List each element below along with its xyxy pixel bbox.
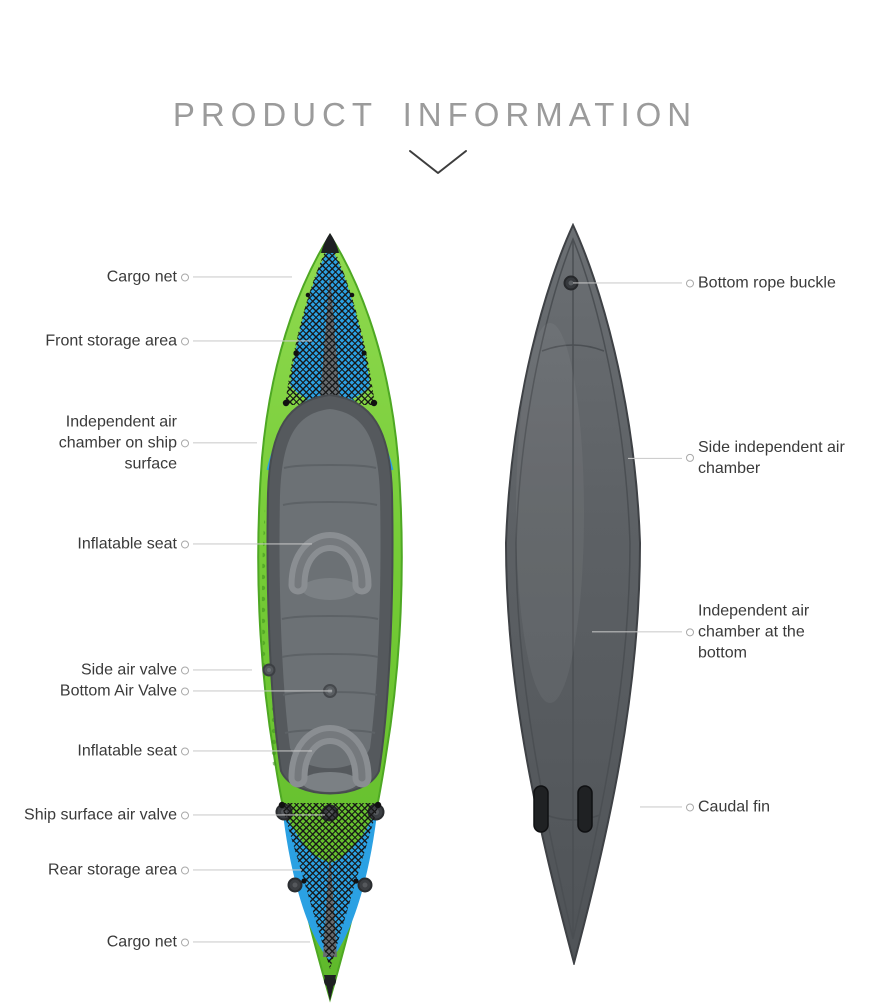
callout-label: Side air valve (80, 661, 177, 679)
callout-dot (181, 438, 189, 447)
callout-label: Ship surface air valve (24, 806, 177, 824)
callout-cargo-net-bow: Cargo net (107, 266, 292, 287)
callout-dot (181, 686, 189, 695)
callout-label: Rear storage area (48, 861, 177, 879)
callout-bottom-air-valve: Bottom Air Valve (60, 680, 332, 701)
callout-side-air-valve: Side air valve (81, 659, 252, 680)
callout-dot (686, 627, 694, 636)
callout-cargo-net-stern: Cargo net (107, 931, 310, 952)
callout-inflatable-seat-front: Inflatable seat (77, 533, 312, 554)
callout-dot (181, 746, 189, 755)
callout-label: Independent air chamber at the bottom (698, 602, 810, 662)
inflatable-seat-front (288, 532, 372, 600)
floor-ridges (281, 464, 379, 734)
callout-leader-line (193, 814, 325, 816)
chevron-down-icon (409, 150, 467, 174)
side-air-valve (262, 663, 276, 677)
callout-dot (181, 865, 189, 874)
callout-leader-line (193, 276, 292, 278)
callout-leader-line (573, 282, 682, 284)
callout-independent-air-chamber-surface: Independent air chamber on ship surface (55, 411, 257, 474)
callout-dot (181, 937, 189, 946)
callout-dot (686, 278, 694, 287)
callout-leader-line (193, 442, 257, 444)
callout-dot (181, 272, 189, 281)
callout-label: Bottom rope buckle (698, 274, 836, 292)
inflatable-seat-rear (288, 725, 372, 792)
callout-label: Caudal fin (698, 798, 771, 816)
callout-bottom-rope-buckle: Bottom rope buckle (573, 272, 836, 293)
callout-rear-storage-area: Rear storage area (48, 859, 302, 880)
net-anchors-stern (278, 801, 382, 884)
bow-seam (541, 344, 605, 352)
callout-dot (686, 802, 694, 811)
callout-label: Side independent air chamber (698, 438, 845, 477)
callout-leader-line (640, 806, 682, 808)
callout-leader-line (628, 457, 682, 459)
side-chamber-seam (515, 236, 631, 940)
callout-front-storage-area: Front storage area (45, 330, 312, 351)
bow-tip (321, 233, 339, 253)
callout-label: Bottom Air Valve (59, 682, 177, 700)
callout-independent-air-chamber-bottom: Independent air chamber at the bottom (592, 600, 838, 663)
callout-leader-line (193, 941, 310, 943)
callout-ship-surface-air-valve: Ship surface air valve (24, 804, 325, 825)
callout-dot (181, 810, 189, 819)
callout-dot (181, 336, 189, 345)
caudal-fin-slots (533, 785, 593, 833)
callout-leader-line (193, 869, 302, 871)
callout-label: Inflatable seat (77, 742, 177, 760)
callout-inflatable-seat-rear: Inflatable seat (77, 740, 312, 761)
page-title: PRODUCT INFORMATION (172, 96, 698, 133)
callout-label: Inflatable seat (77, 535, 177, 553)
bow-cargo-net (285, 241, 375, 405)
callout-label: Independent air chamber on ship surface (58, 413, 177, 473)
callout-leader-line (592, 631, 682, 633)
hull-highlight (516, 323, 584, 703)
callout-leader-line (193, 543, 312, 545)
callout-leader-line (193, 750, 312, 752)
callout-dot (181, 539, 189, 548)
kayak-top-view (257, 233, 403, 1003)
kayak-bottom-view (504, 223, 642, 965)
callout-dot (181, 665, 189, 674)
callout-label: Front storage area (45, 332, 177, 350)
callout-leader-line (193, 669, 252, 671)
callout-side-independent-air-chamber: Side independent air chamber (628, 437, 848, 479)
callout-caudal-fin: Caudal fin (640, 796, 770, 817)
callout-label: Cargo net (106, 933, 177, 951)
stern-tip-point (324, 975, 336, 1001)
stern-cargo-net (281, 803, 379, 969)
stern-seam (545, 814, 601, 821)
callout-leader-line (193, 340, 312, 342)
callout-leader-line (193, 690, 332, 692)
callout-label: Cargo net (106, 268, 177, 286)
callout-dot (686, 454, 694, 462)
